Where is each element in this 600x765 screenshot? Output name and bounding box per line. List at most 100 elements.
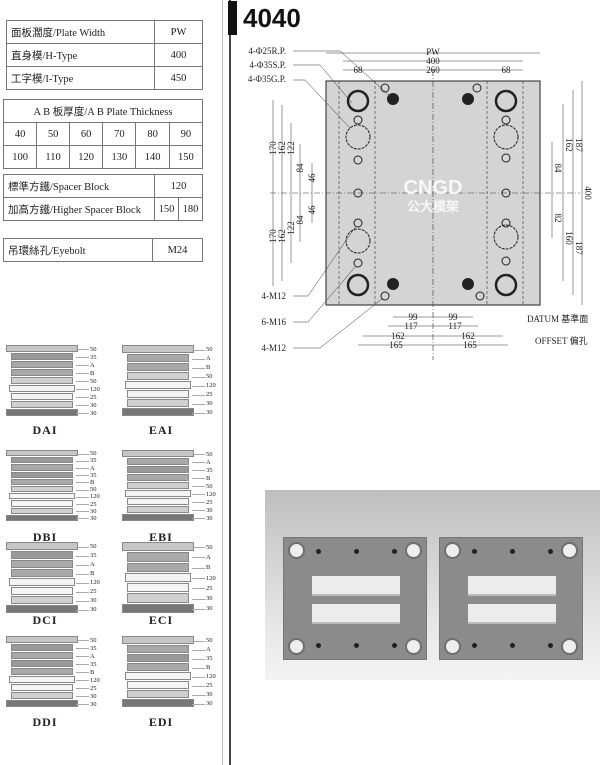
leader-line [76,591,89,593]
mold-plate [6,409,78,416]
table-header: A B 板厚度/A B Plate Thickness [3,99,203,123]
leader-line [192,358,205,360]
leader-line [192,494,205,495]
mold-plate [11,684,73,691]
callout-label: 4-M12 [262,343,287,353]
mold-type-name: EDI [148,715,174,729]
leader-line [76,349,89,350]
mold-plate [122,636,194,644]
mold-plate [11,353,73,360]
mold-plate [6,700,78,707]
mold-plate [11,500,73,507]
leader-line [76,460,89,462]
mold-plate [11,478,73,485]
leader-line [76,357,89,358]
plate-image-left [283,537,427,660]
mold-plate [6,450,78,457]
mold-plate [9,385,75,392]
screw-hole [475,291,485,301]
mold-plate [127,466,189,473]
plate-dimension-label: 25 [90,393,97,401]
plate-dimension-label: A [206,355,211,362]
cell: 吊環絲孔/Eyebolt [3,238,153,262]
mold-plate [127,506,189,513]
cell: PW [154,20,203,44]
mold-plate [127,562,189,572]
dim-label: 122 [286,221,296,235]
plate-dimension-label: 120 [90,579,100,586]
cell: 60 [68,122,104,146]
plate-dimension-label: 35 [90,471,97,479]
mold-plate [127,458,189,465]
mold-type-name: DAI [32,423,58,437]
plate-dimension-label: 30 [90,606,97,613]
dim-label: 122 [286,141,296,155]
mold-plate [122,408,194,416]
leader-line [76,696,89,697]
leader-line [76,373,89,374]
leader-line [192,412,205,414]
leader-line [192,694,205,696]
leader-line [76,489,89,491]
mold-plate [122,699,194,707]
cell: 50 [36,122,70,146]
mold-plate [11,486,73,493]
leader-line [192,685,205,687]
mold-plate [11,652,73,659]
dim-label: 187 [574,138,584,152]
leader-line [76,546,89,548]
leader-line [76,704,89,705]
plate-dimension-label: A [90,464,95,472]
cell: 110 [36,145,70,169]
cell: 標準方鐵/Spacer Block [3,174,155,198]
dim-label: PW [426,47,440,57]
mold-plate [122,542,194,552]
mold-plate [11,644,73,651]
plate-dimension-label: 30 [90,692,97,700]
mold-type-name: EAI [148,423,174,437]
cell: 工字模/I-Type [6,66,155,90]
leader-line [76,648,89,649]
callout-label: 4-Φ25R.P. [248,46,286,56]
screw-hole [353,218,363,228]
dim-label: 46 [307,205,317,215]
plate-dimension-label: 120 [206,490,216,498]
plate-dimension-label: 30 [90,514,97,522]
plate-dimension-label: 50 [206,346,213,353]
plate-dimension-label: 120 [206,673,216,680]
guide-pin-hole [493,124,519,150]
mold-plate [125,672,191,680]
dim-label: 160 [564,231,574,245]
leader-line [76,573,89,575]
column-divider [222,0,223,765]
plate-dimension-label: 25 [90,684,97,692]
leader-line [76,555,89,557]
mold-plate [11,596,73,604]
mold-type-name: DDI [32,715,58,729]
plate-dimension-label: 50 [90,377,97,385]
plate-dimension-label: 35 [206,655,213,662]
mold-plate [127,663,189,671]
mold-plate [6,345,78,352]
mold-plate [11,369,73,376]
mold-plate [9,578,75,586]
leader-line [192,547,205,549]
mold-plate [127,583,189,593]
plate-dimension-label: 35 [90,660,97,668]
mold-plate [127,645,189,653]
mold-plate [127,399,189,407]
dim-label: 68 [502,65,512,75]
dim-label: 162 [277,229,287,243]
leader-line [76,518,89,520]
cell: 加高方鐵/Higher Spacer Block [3,197,155,221]
leader-line [192,349,205,351]
